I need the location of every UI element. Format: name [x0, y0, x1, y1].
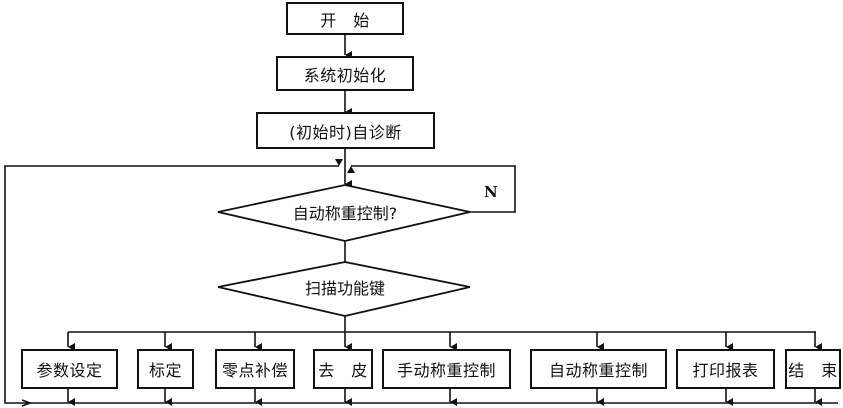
decision-auto-weighing-shape [217, 184, 471, 242]
function-box-print-report: 打印报表 [676, 349, 775, 389]
self-check-node: (初始时)自诊断 [256, 112, 435, 149]
loop-return [4, 159, 838, 404]
init-node: 系统初始化 [276, 56, 414, 91]
function-label: 标定 [148, 361, 182, 380]
function-box-zero-compensation: 零点补偿 [215, 349, 295, 389]
bus-drops [67, 332, 822, 351]
scan-keys-shape [217, 261, 471, 317]
function-label: 打印报表 [692, 361, 759, 380]
function-box-param-setting: 参数设定 [21, 349, 118, 389]
start-node: 开 始 [286, 2, 404, 35]
no-branch-label: N [484, 183, 498, 201]
self-check-label: (初始时)自诊断 [289, 122, 402, 142]
function-label: 手动称重控制 [396, 361, 496, 380]
scan-keys-node: 扫描功能键 [270, 273, 420, 301]
return-arrowhead [21, 399, 33, 407]
decision-auto-weighing: 自动称重控制? [260, 198, 430, 226]
function-label: 自动称重控制 [548, 361, 648, 380]
return-drops [67, 389, 822, 406]
function-box-auto-weighing: 自动称重控制 [530, 349, 667, 389]
function-box-end: 结 束 [785, 349, 841, 389]
function-box-calibration: 标定 [137, 349, 194, 389]
function-label: 参数设定 [36, 361, 103, 380]
scan-keys-label: 扫描功能键 [304, 279, 385, 298]
function-box-manual-weighing: 手动称重控制 [382, 349, 511, 389]
function-label: 结 束 [788, 361, 838, 380]
function-label: 去 皮 [318, 361, 368, 380]
loop-no-branch [347, 165, 516, 213]
decision-auto-label: 自动称重控制? [292, 204, 398, 223]
function-box-tare: 去 皮 [313, 349, 373, 389]
function-label: 零点补偿 [221, 361, 288, 380]
start-label: 开 始 [320, 10, 370, 30]
init-label: 系统初始化 [303, 65, 387, 85]
